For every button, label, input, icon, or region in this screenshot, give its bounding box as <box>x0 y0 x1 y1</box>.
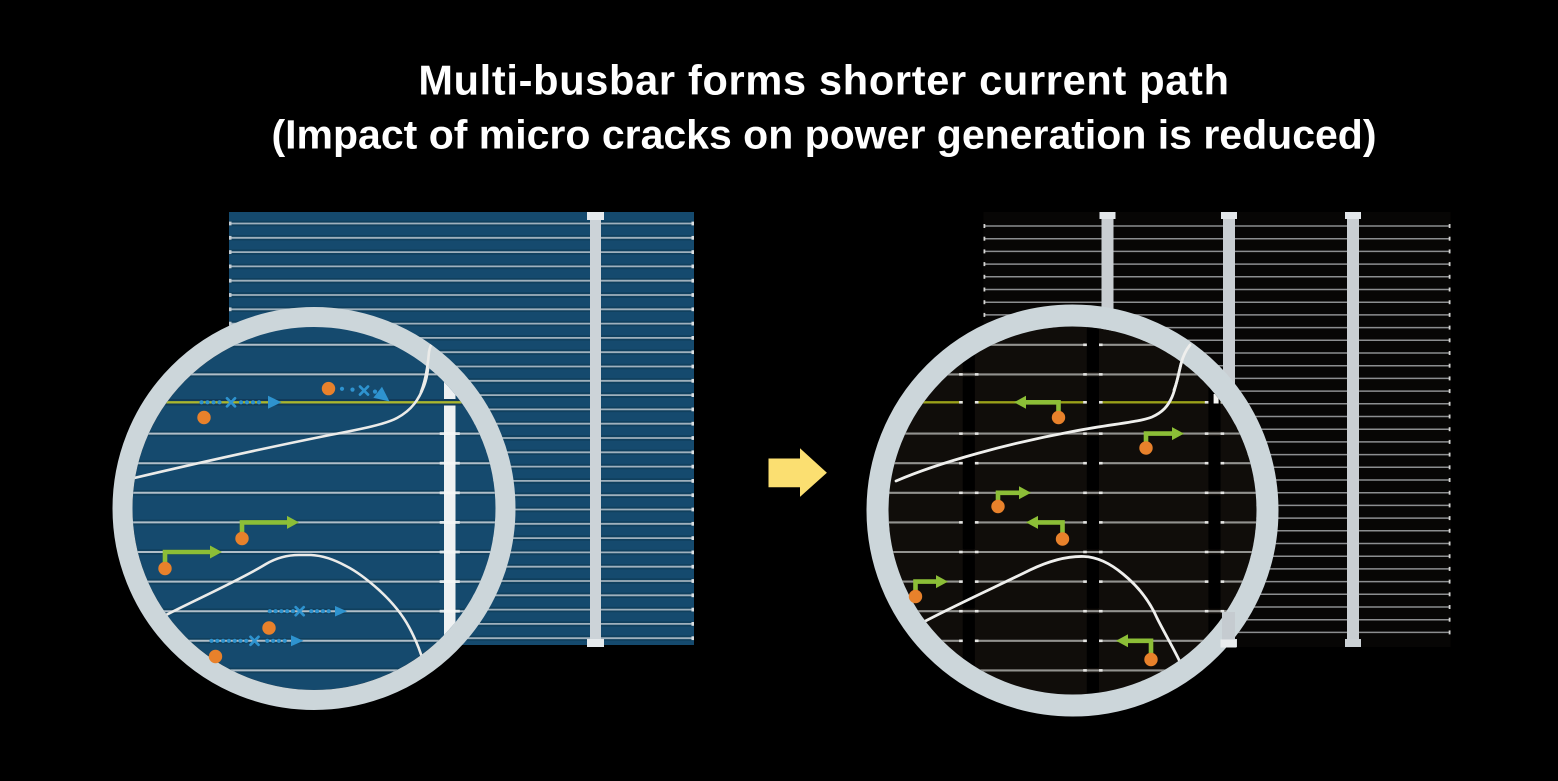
svg-text:Multi-busbar forms shorter cur: Multi-busbar forms shorter current path <box>418 57 1229 104</box>
svg-text:(Impact of micro cracks on pow: (Impact of micro cracks on power generat… <box>272 112 1377 158</box>
